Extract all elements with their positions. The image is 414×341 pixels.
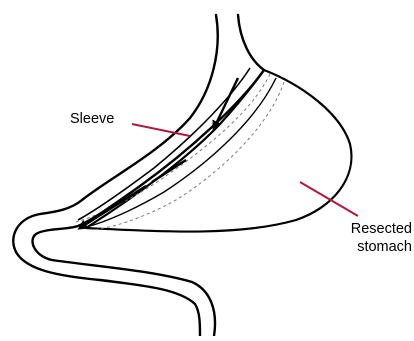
sleeve-label: Sleeve xyxy=(70,110,114,128)
resected-stomach-label-line2: stomach xyxy=(351,238,412,256)
resected-stomach-label: Resected stomach xyxy=(351,220,412,256)
resected-stomach-label-line1: Resected xyxy=(351,220,412,238)
